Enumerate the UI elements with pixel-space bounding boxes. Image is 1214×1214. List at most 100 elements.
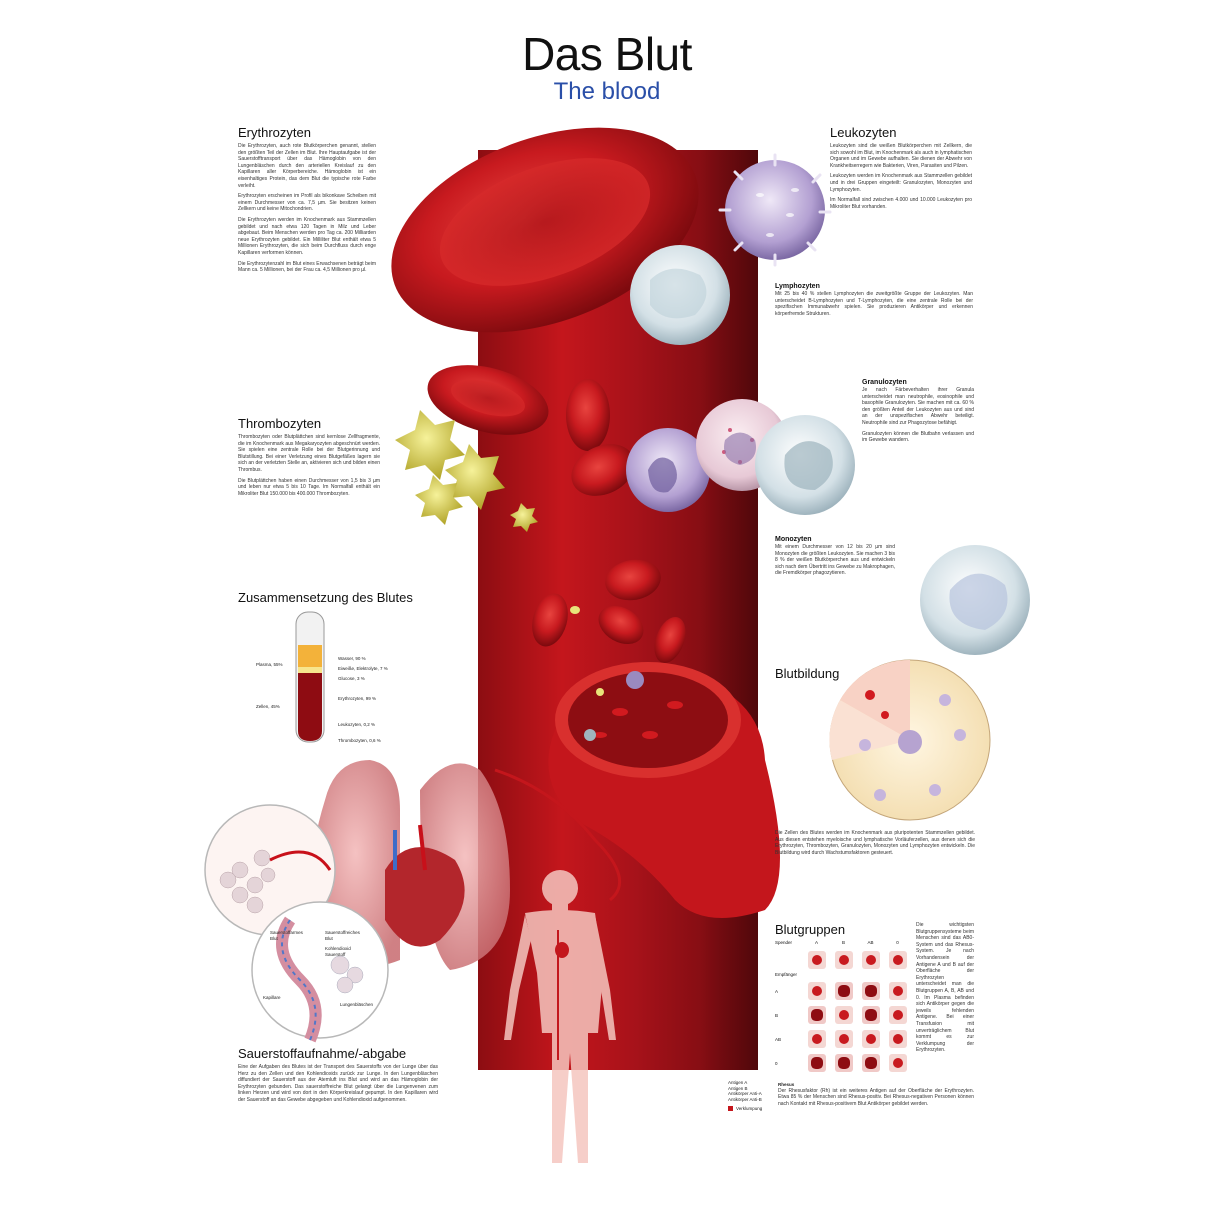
erythrozyten-paragraph-1: Die Erythrozyten, auch rote Blutkörperch… (238, 143, 376, 189)
blood-sample-cell (803, 982, 830, 1000)
leukozyten-paragraph-2: Leukozyten werden im Knochenmark aus Sta… (830, 173, 972, 193)
blutgruppen-side-text: Die wichtigsten Blutgruppensysteme beim … (916, 922, 974, 1054)
blutbildung-text-block: Die Zellen des Blutes werden im Knochenm… (775, 830, 975, 856)
tube-label-erythrocytes: Erythrozyten, 99 % (338, 696, 377, 701)
leukozyten-text-block: Leukozyten sind die weißen Blutkörperche… (830, 143, 972, 210)
macrophage-cell (920, 545, 1030, 655)
thrombozyten-heading: Thrombozyten (238, 416, 322, 431)
erythrocyte-falling (532, 559, 686, 664)
monozyten-title: Monozyten (775, 536, 812, 543)
blood-sample-cell (857, 951, 884, 969)
diagram-label-alveoli: Lungenbläschen (340, 1002, 374, 1007)
erythrozyten-paragraph-4: Die Erythrozytenzahl im Blut eines Erwac… (238, 260, 376, 274)
blood-sample-cell-clumped (830, 1054, 857, 1072)
blutgruppen-row-label-ab: AB (775, 1036, 782, 1042)
blood-formation-wheel (829, 659, 991, 821)
thrombozyten-paragraph-2: Die Blutplättchen haben einen Durchmesse… (238, 477, 380, 497)
blutgruppen-column-header-row: Spender A B AB 0 (775, 940, 913, 948)
blood-sample-cell-clumped (830, 982, 857, 1000)
granulozyten-extra: Granulozyten können die Blutbahn verlass… (862, 430, 974, 444)
basophil-cell (718, 153, 832, 267)
lymphocyte-cell (630, 245, 730, 345)
blood-sample-cell (803, 1030, 830, 1048)
blutgruppen-col-ab: AB (867, 940, 874, 945)
blutgruppen-row-0: 0 (775, 1051, 913, 1075)
blood-sample-cell (884, 982, 911, 1000)
tube-label-proteins: Eiweiße, Elektrolyte, 7 % (338, 666, 388, 671)
erythrozyten-paragraph-3: Die Erythrozyten werden im Knochenmark a… (238, 216, 376, 256)
large-erythrocyte (391, 127, 699, 333)
legend-agglutination: Verklumpung (728, 1106, 774, 1112)
rhesus-text: Der Rhesusfaktor (Rh) ist ein weiteres A… (778, 1087, 974, 1107)
sauerstoff-heading: Sauerstoffaufnahme/-abgabe (238, 1046, 407, 1061)
legend-antigen-b: Antigen B (728, 1085, 748, 1091)
blutgruppen-donor-label: Spender (775, 940, 793, 945)
blood-sample-cell-clumped (857, 982, 884, 1000)
blood-sample-cell-clumped (803, 1054, 830, 1072)
erythrozyten-paragraph-2: Erythrozyten erscheinen im Profil als bi… (238, 193, 376, 213)
tube-label-cells: Zellen, 45% (256, 704, 280, 709)
blutgruppen-row-a: A (775, 979, 913, 1003)
rhesus-title: Rhesus (778, 1082, 795, 1087)
thrombozyten-paragraph-1: Thrombozyten oder Blutplättchen sind ker… (238, 434, 380, 473)
blood-sample-cell (830, 1006, 857, 1024)
alveoli-magnification (204, 804, 336, 936)
granulozyten-block: Granulozyten Je nach Färbeverhalten ihre… (862, 378, 974, 444)
erythrocyte-small-1 (566, 379, 610, 451)
sauerstoff-paragraph-1: Eine der Aufgaben des Blutes ist der Tra… (238, 1064, 438, 1103)
leukozyten-paragraph-1: Leukozyten sind die weißen Blutkörperche… (830, 143, 972, 169)
erythrocyte-medium (427, 365, 549, 435)
blutbildung-heading: Blutbildung (775, 666, 840, 681)
tube-label-plasma: Plasma, 55% (256, 662, 283, 667)
blood-sample-cell (803, 951, 830, 969)
blood-sample-cell-clumped (803, 1006, 830, 1024)
monocyte-cell (755, 415, 855, 515)
blood-sample-cell (830, 1030, 857, 1048)
lymphozyten-text: Mit 25 bis 40 % stellen Lymphozyten die … (775, 291, 973, 317)
monozyten-text: Mit einem Durchmesser von 12 bis 20 µm s… (775, 544, 895, 577)
rhesus-block: Rhesus Der Rhesusfaktor (Rh) ist ein wei… (778, 1082, 974, 1107)
blood-sample-cell (884, 1006, 911, 1024)
blood-sample-cell (884, 1054, 911, 1072)
blood-sample-cell (830, 951, 857, 969)
blood-sample-cell (884, 951, 911, 969)
blood-vessel (494, 662, 780, 918)
diagram-label-o2: Sauerstoff (325, 952, 346, 957)
blutgruppen-row-ab: AB (775, 1027, 913, 1051)
monozyten-block: Monozyten Mit einem Durchmesser von 12 b… (775, 535, 895, 577)
page-subtitle: The blood (553, 78, 661, 105)
erythrozyten-heading: Erythrozyten (238, 125, 311, 140)
legend-antibody-a: Antikörper Anti-A (728, 1091, 762, 1096)
granulozyten-text: Je nach Färbeverhalten ihrer Granula unt… (862, 387, 974, 426)
blutgruppen-side-text-block: Die wichtigsten Blutgruppensysteme beim … (916, 922, 974, 1054)
blutgruppen-col-a: A (814, 940, 818, 945)
blutgruppen-legend: Antigen A Antigen B Antikörper Anti-A An… (728, 1080, 774, 1112)
agglutination-swatch (728, 1106, 733, 1112)
human-body-silhouette (504, 870, 616, 1163)
legend-antibody-b: Antikörper Anti-B (728, 1096, 762, 1102)
tube-label-water: Wasser, 90 % (338, 656, 366, 661)
blutgruppen-col-0: 0 (896, 940, 899, 945)
lymphozyten-block: Lymphozyten Mit 25 bis 40 % stellen Lymp… (775, 282, 973, 317)
blutgruppen-row-label-b: B (775, 1012, 779, 1018)
test-tube (295, 611, 325, 743)
erythrozyten-text-block: Die Erythrozyten, auch rote Blutkörperch… (238, 143, 376, 274)
page-title: Das Blut (522, 28, 692, 80)
blutgruppen-col-b: B (841, 940, 845, 945)
zusammensetzung-heading: Zusammensetzung des Blutes (238, 590, 413, 605)
blutgruppen-recipient-label: Empfänger (775, 972, 798, 977)
tube-label-glucose: Glucose, 3 % (338, 676, 365, 681)
blutgruppen-heading: Blutgruppen (775, 922, 846, 937)
blutbildung-text: Die Zellen des Blutes werden im Knochenm… (775, 830, 975, 856)
leukozyten-paragraph-3: Im Normalfall sind zwischen 4.000 und 10… (830, 197, 972, 210)
blutgruppen-grid: Spender A B AB 0 Empfänger A B AB 0 (775, 940, 913, 1075)
blood-sample-cell (884, 1030, 911, 1048)
diagram-label-oxygenated: Sauerstoffreiches Blut (325, 930, 360, 941)
capillary-magnification (251, 901, 389, 1043)
diagram-label-capillary: Kapillare (263, 995, 281, 1000)
blutgruppen-donor-sample-row (775, 948, 913, 972)
legend-antigen-a: Antigen A (728, 1080, 748, 1085)
diagram-label-deoxygenated: Sauerstoffarmes Blut (270, 930, 303, 941)
thrombozyten-text-block: Thrombozyten oder Blutplättchen sind ker… (238, 434, 380, 497)
